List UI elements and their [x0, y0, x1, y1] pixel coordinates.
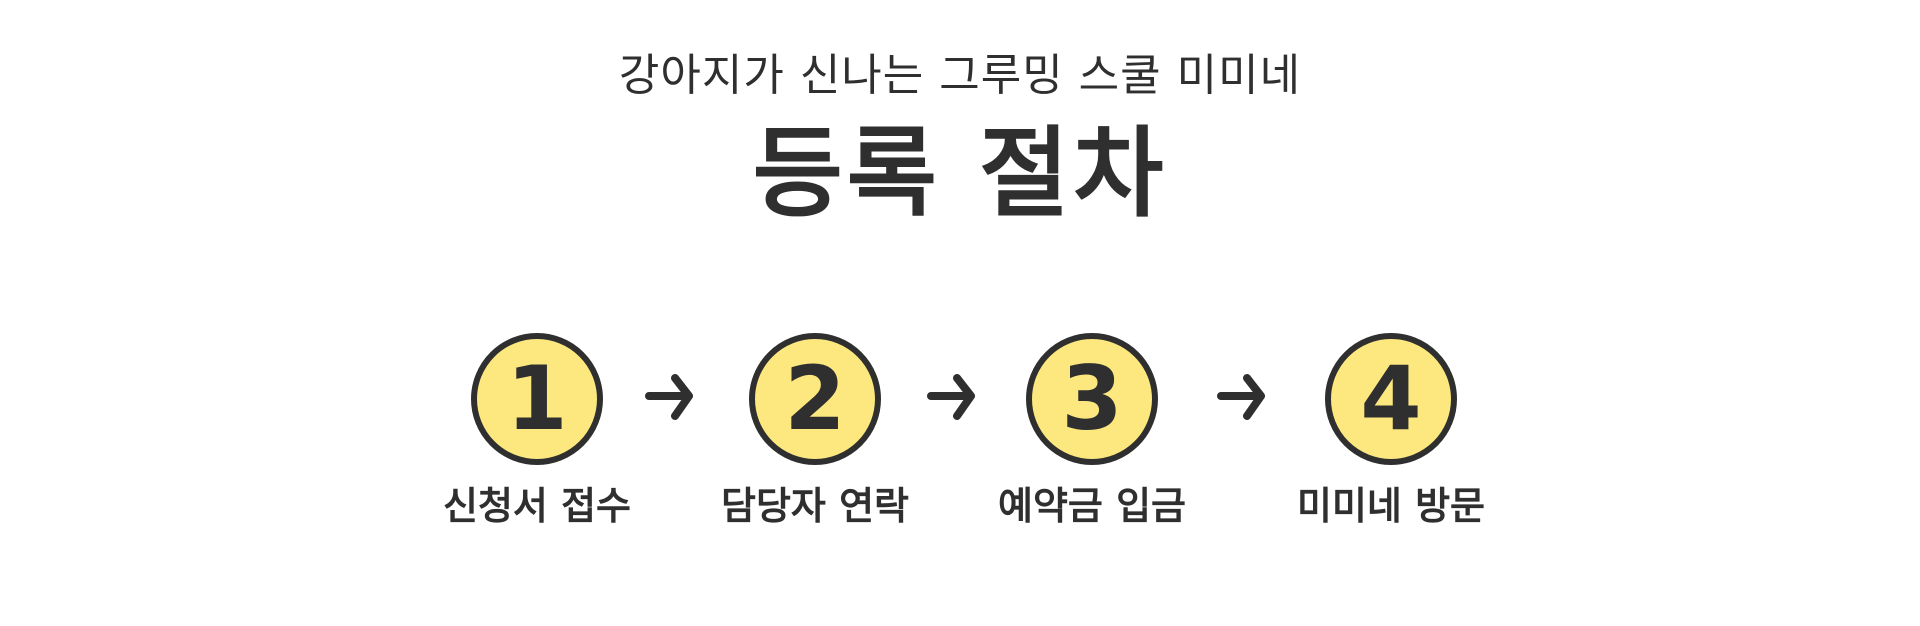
- arrow-right-icon: [645, 374, 693, 420]
- step-3-label: 예약금 입금: [997, 484, 1187, 528]
- step-1-number: 1: [506, 347, 568, 450]
- arrow-right-icon: [1217, 374, 1265, 420]
- page-subtitle: 강아지가 신나는 그루밍 스쿨 미미네: [618, 50, 1302, 101]
- arrow-right-icon: [927, 374, 975, 420]
- step-2-circle: 2: [749, 333, 881, 465]
- step-4-label: 미미네 방문: [1296, 484, 1486, 528]
- step-4-number: 4: [1360, 347, 1422, 450]
- step-3-number: 3: [1061, 347, 1123, 450]
- step-2-number: 2: [784, 347, 846, 450]
- page-title: 등록 절차: [752, 117, 1168, 231]
- step-1-label: 신청서 접수: [442, 484, 632, 528]
- step-1-circle: 1: [471, 333, 603, 465]
- step-2-label: 담당자 연락: [720, 484, 910, 528]
- step-3-circle: 3: [1026, 333, 1158, 465]
- step-4-circle: 4: [1325, 333, 1457, 465]
